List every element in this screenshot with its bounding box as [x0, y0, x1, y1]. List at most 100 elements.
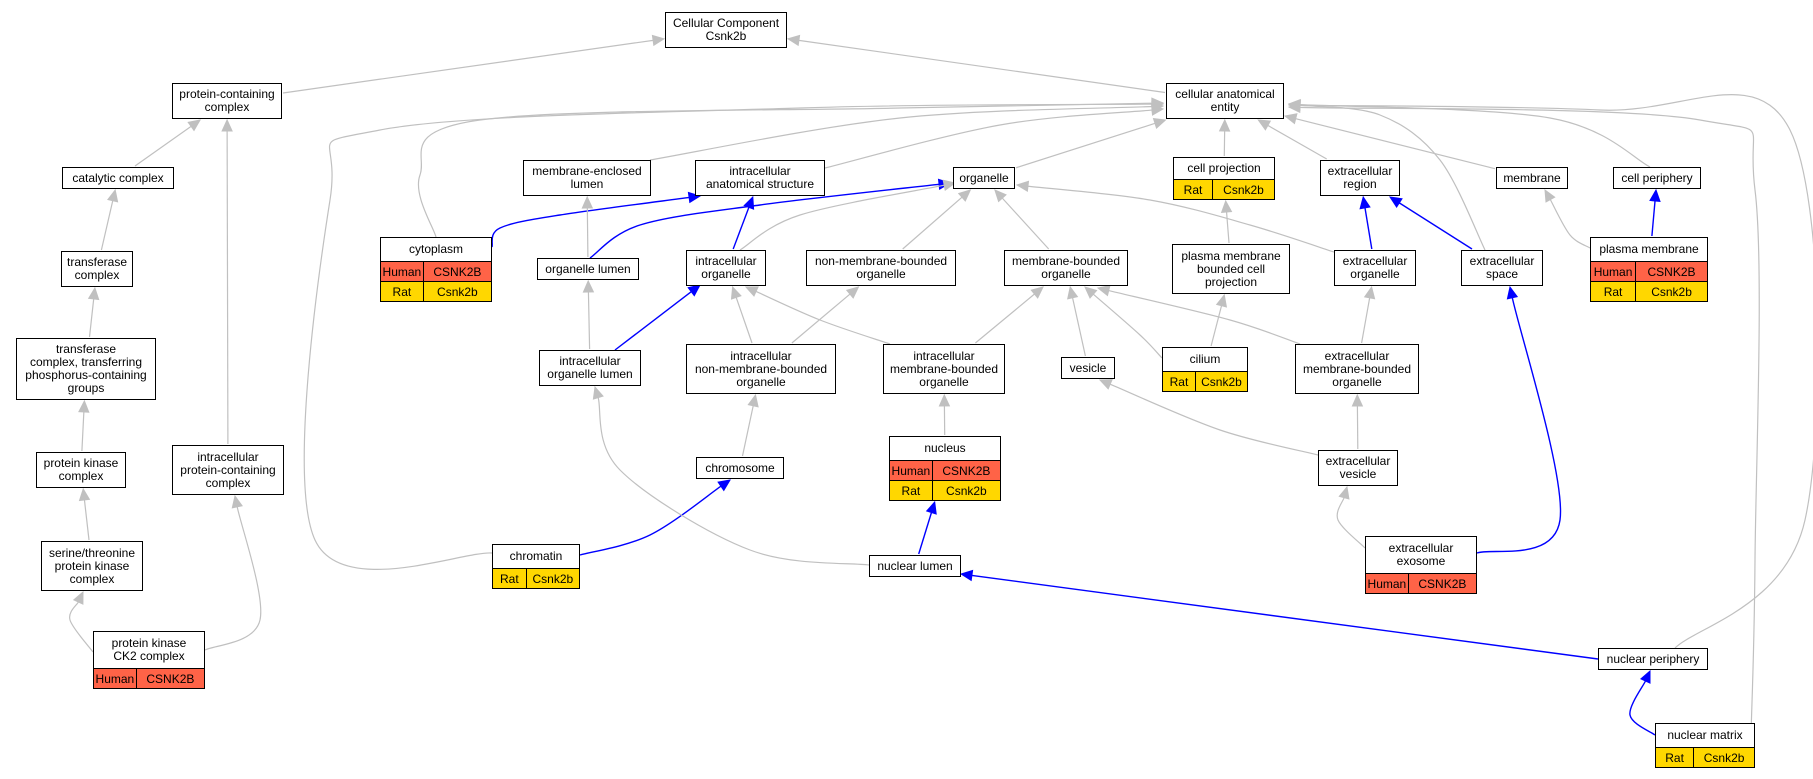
node-label: intracellular anatomical structure	[705, 164, 815, 191]
edge-line	[597, 397, 870, 566]
node-protein-kinase-complex[interactable]: protein kinase complex	[36, 452, 126, 488]
edge-arrowhead	[221, 118, 233, 132]
edge-line	[81, 411, 85, 452]
edge-line	[1225, 211, 1230, 244]
edge-line	[587, 291, 591, 350]
edge-arrowhead	[1287, 101, 1301, 114]
edge-arrowhead	[1218, 118, 1231, 132]
edge-arrowhead	[1388, 196, 1403, 209]
edge-non-membrane-bounded-organelle-to-organelle	[902, 189, 972, 250]
node-organelle[interactable]: organelle	[953, 167, 1015, 189]
node-membrane-enclosed-lumen[interactable]: membrane-enclosed lumen	[523, 160, 651, 196]
edge-arrowhead	[72, 590, 84, 605]
edge-arrowhead	[1152, 118, 1167, 129]
node-extracellular-space[interactable]: extracellular space	[1461, 250, 1543, 286]
edge-extracellular-mb-organelle-to-extracellular-organelle	[1361, 285, 1376, 344]
annotation-gene: Csnk2b	[532, 571, 574, 586]
edge-arrowhead	[957, 189, 972, 202]
edge-line	[902, 196, 963, 250]
node-root[interactable]: Cellular Component Csnk2b	[665, 12, 787, 48]
edge-line	[579, 485, 722, 556]
edge-line	[1364, 207, 1373, 250]
edge-line	[1299, 94, 1813, 649]
edge-membrane-to-cellular-anatomical-entity	[1283, 113, 1496, 170]
node-cellular-anatomical-entity[interactable]: cellular anatomical entity	[1166, 83, 1284, 119]
node-transferase-complex[interactable]: transferase complex	[61, 251, 133, 287]
edge-line	[798, 39, 1166, 94]
node-label: extracellular space	[1469, 254, 1535, 281]
node-intracellular-mb-organelle[interactable]: intracellular membrane-bounded organelle	[883, 344, 1005, 394]
edge-arrowhead	[925, 500, 937, 515]
node-label: nuclear lumen	[877, 558, 953, 573]
edge-extracellular-space-to-extracellular-region	[1388, 196, 1473, 250]
node-nuclear-lumen[interactable]: nuclear lumen	[869, 555, 961, 577]
node-extracellular-organelle[interactable]: extracellular organelle	[1334, 250, 1416, 286]
node-chromosome[interactable]: chromosome	[696, 457, 784, 479]
annotation-species: Rat	[1656, 748, 1695, 767]
edge-line	[918, 512, 933, 555]
node-cell-periphery[interactable]: cell periphery	[1613, 167, 1701, 189]
node-serine-threonine-pk-complex[interactable]: serine/threonine protein kinase complex	[41, 541, 143, 591]
node-label: extracellular vesicle	[1325, 454, 1391, 481]
edge-line	[1299, 106, 1760, 736]
edge-line	[975, 293, 1035, 344]
node-intracellular-organelle-lumen[interactable]: intracellular organelle lumen	[539, 350, 641, 386]
node-label: chromosome	[705, 460, 775, 475]
edge-line	[1071, 297, 1086, 357]
annotation-gene: CSNK2B	[1647, 264, 1696, 279]
node-membrane[interactable]: membrane	[1496, 167, 1568, 189]
edge-line	[1651, 200, 1656, 237]
annotation-gene: CSNK2B	[146, 671, 195, 686]
node-extracellular-vesicle[interactable]: extracellular vesicle	[1318, 450, 1398, 486]
edge-arrowhead	[743, 195, 755, 210]
node-organelle-lumen[interactable]: organelle lumen	[537, 258, 639, 280]
node-membrane-bounded-organelle[interactable]: membrane-bounded organelle	[1004, 250, 1128, 286]
edge-arrowhead	[78, 487, 91, 502]
annotation-gene: Csnk2b	[946, 483, 987, 498]
edge-extracellular-organelle-to-organelle	[1015, 180, 1335, 253]
node-vesicle[interactable]: vesicle	[1061, 357, 1115, 379]
node-catalytic-complex[interactable]: catalytic complex	[62, 167, 174, 189]
node-extracellular-region[interactable]: extracellular region	[1320, 160, 1400, 196]
edge-arrowhead	[651, 34, 666, 47]
node-protein-containing-complex[interactable]: protein-containing complex	[172, 83, 282, 119]
edge-line	[1299, 104, 1486, 251]
node-intracellular-protein-containing-complex[interactable]: intracellular protein-containing complex	[172, 445, 284, 495]
node-label: membrane-enclosed lumen	[532, 164, 642, 191]
node-label: intracellular organelle	[695, 254, 757, 281]
node-plasma-membrane-bounded-cell-projection[interactable]: plasma membrane bounded cell projection	[1172, 244, 1290, 294]
edge-intracellular-anatomical-structure-to-cellular-anatomical-entity	[824, 104, 1165, 169]
node-intracellular-organelle[interactable]: intracellular organelle	[686, 250, 766, 286]
node-label: extracellular membrane-bounded organelle	[1302, 348, 1412, 389]
node-extracellular-mb-organelle[interactable]: extracellular membrane-bounded organelle	[1295, 344, 1419, 394]
edge-intracellular-mb-organelle-to-intracellular-organelle	[744, 286, 891, 345]
node-nuclear-periphery[interactable]: nuclear periphery	[1598, 648, 1708, 670]
edge-line	[491, 196, 690, 248]
edge-extracellular-exosome-to-extracellular-space	[1476, 285, 1562, 554]
edge-vesicle-to-membrane-bounded-organelle	[1067, 285, 1086, 357]
edge-arrowhead	[87, 286, 100, 301]
node-transferase-complex-phospho[interactable]: transferase complex, transferring phosph…	[16, 338, 156, 400]
annotation-species: Human	[1591, 262, 1637, 281]
node-label: intracellular membrane-bounded organelle	[889, 348, 999, 389]
edge-line	[732, 207, 750, 250]
edge-line	[755, 290, 891, 345]
edge-arrowhead	[107, 188, 119, 203]
node-non-membrane-bounded-organelle[interactable]: non-membrane-bounded organelle	[806, 250, 956, 286]
node-intracellular-nmb-organelle[interactable]: intracellular non-membrane-bounded organ…	[686, 344, 836, 394]
node-intracellular-anatomical-structure[interactable]: intracellular anatomical structure	[695, 160, 825, 196]
node-label: extracellular region	[1327, 164, 1393, 191]
